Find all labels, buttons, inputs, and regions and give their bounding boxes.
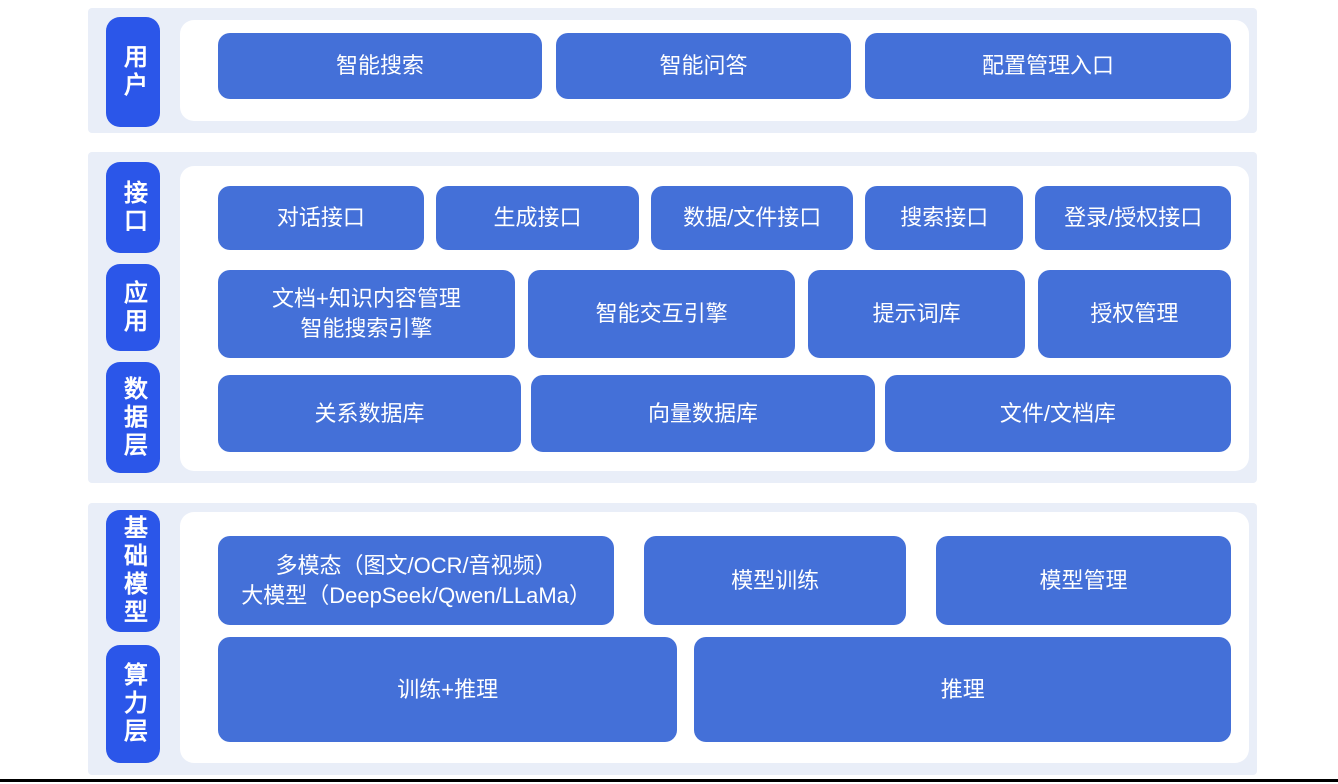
block-auth-management: 授权管理 <box>1037 270 1231 358</box>
block-dialog-api: 对话接口 <box>218 186 424 250</box>
layer-panel-bottom: 基础模型 算力层 多模态（图文/OCR/音视频） 大模型（DeepSeek/Qw… <box>88 503 1257 775</box>
block-inference: 推理 <box>694 637 1231 742</box>
block-model-management: 模型管理 <box>936 536 1231 625</box>
block-prompt-library: 提示词库 <box>808 270 1025 358</box>
bottom-layer-card: 多模态（图文/OCR/音视频） 大模型（DeepSeek/Qwen/LLaMa）… <box>180 512 1249 763</box>
block-smart-qa: 智能问答 <box>556 33 851 99</box>
block-multimodal-llm: 多模态（图文/OCR/音视频） 大模型（DeepSeek/Qwen/LLaMa） <box>218 536 615 625</box>
window-bottom-edge <box>0 779 1338 782</box>
layer-label-api: 接口 <box>106 162 160 253</box>
layer-label-data: 数据层 <box>106 362 160 473</box>
block-smart-search: 智能搜索 <box>218 33 542 99</box>
compute-row: 训练+推理 推理 <box>218 637 1231 742</box>
user-row: 智能搜索 智能问答 配置管理入口 <box>218 33 1231 99</box>
layer-panel-middle: 接口 应用 数据层 对话接口 生成接口 数据/文件接口 搜索接口 登录/授权接口… <box>88 152 1257 483</box>
application-row: 文档+知识内容管理 智能搜索引擎 智能交互引擎 提示词库 授权管理 <box>218 270 1231 358</box>
middle-layer-card: 对话接口 生成接口 数据/文件接口 搜索接口 登录/授权接口 文档+知识内容管理… <box>180 166 1249 471</box>
block-search-api: 搜索接口 <box>865 186 1024 250</box>
api-row: 对话接口 生成接口 数据/文件接口 搜索接口 登录/授权接口 <box>218 186 1231 250</box>
block-file-doc-store: 文件/文档库 <box>884 375 1232 452</box>
block-config-management-entry: 配置管理入口 <box>865 33 1231 99</box>
layer-label-compute: 算力层 <box>106 645 160 763</box>
layer-label-application: 应用 <box>106 264 160 351</box>
block-generation-api: 生成接口 <box>435 186 640 250</box>
layer-label-foundation-model: 基础模型 <box>106 510 160 632</box>
layer-panel-user: 用户 智能搜索 智能问答 配置管理入口 <box>88 8 1257 133</box>
user-layer-card: 智能搜索 智能问答 配置管理入口 <box>180 20 1249 121</box>
foundation-model-row: 多模态（图文/OCR/音视频） 大模型（DeepSeek/Qwen/LLaMa）… <box>218 536 1231 625</box>
block-data-file-api: 数据/文件接口 <box>651 186 854 250</box>
block-login-auth-api: 登录/授权接口 <box>1035 186 1231 250</box>
block-training-inference: 训练+推理 <box>218 637 678 742</box>
data-row: 关系数据库 向量数据库 文件/文档库 <box>218 375 1232 452</box>
block-interaction-engine: 智能交互引擎 <box>527 270 796 358</box>
block-vector-db: 向量数据库 <box>530 375 875 452</box>
block-doc-knowledge-search-engine: 文档+知识内容管理 智能搜索引擎 <box>218 270 515 358</box>
block-relational-db: 关系数据库 <box>218 375 521 452</box>
layer-label-user: 用户 <box>106 17 160 127</box>
block-model-training: 模型训练 <box>644 536 907 625</box>
